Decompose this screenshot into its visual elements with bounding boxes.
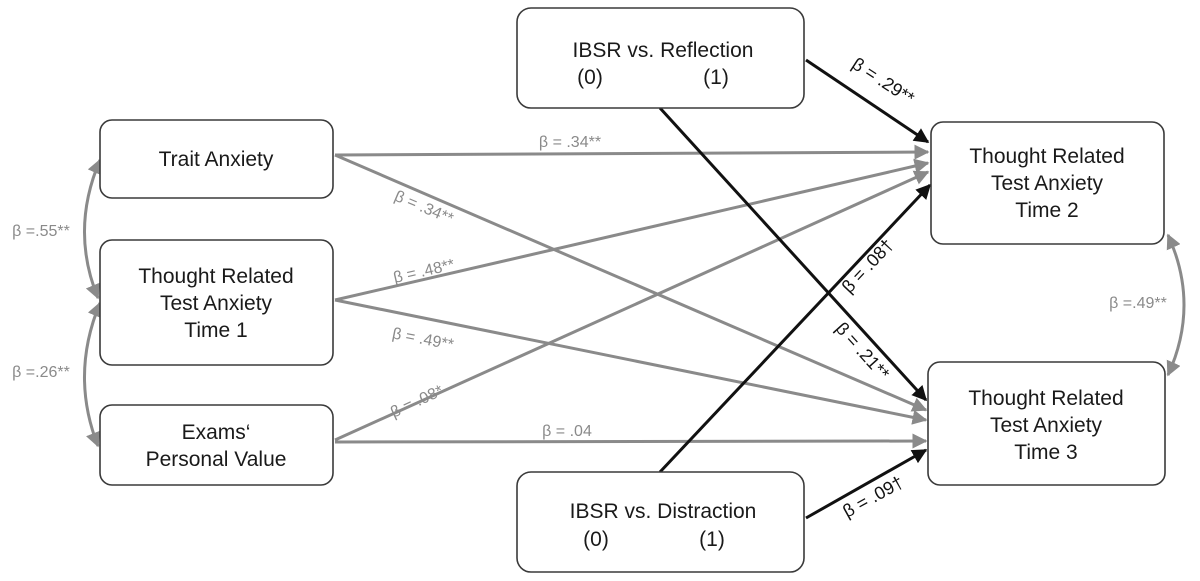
node-tta-time2-line2: Test Anxiety: [991, 172, 1104, 195]
node-tta-time1: Thought Related Test Anxiety Time 1: [99, 239, 334, 366]
label-t1-to-t2: β = .48**: [392, 256, 456, 287]
node-exams-value-line1: Exams‘: [182, 421, 251, 444]
path-trait-to-t3: [334, 153, 928, 412]
node-tta-time2-line3: Time 2: [1015, 199, 1078, 222]
cov-t2-t3-arrow: [1166, 233, 1186, 377]
node-exams-value-line2: Personal Value: [146, 448, 287, 471]
node-tta-time3-line1: Thought Related: [968, 387, 1123, 410]
node-tta-time2-line1: Thought Related: [969, 145, 1124, 168]
cov-trait-t1-arrow: [83, 158, 102, 300]
path-reflection-to-t2: [805, 58, 930, 144]
path-t1-to-t2: [334, 158, 930, 302]
path-distraction-to-t2: [658, 183, 932, 474]
node-tta-time1-line2: Test Anxiety: [160, 292, 273, 315]
node-ibsr-reflection-title: IBSR vs. Reflection: [573, 39, 754, 62]
path-reflection-to-t3: [658, 106, 928, 402]
node-tta-time1-line3: Time 1: [184, 319, 247, 342]
label-exams-to-t2: β = .08*: [388, 382, 446, 421]
node-tta-time1-line1: Thought Related: [138, 265, 293, 288]
path-t1-to-t3: [334, 298, 928, 425]
node-ibsr-distraction-title: IBSR vs. Distraction: [570, 500, 757, 523]
label-cov-trait-t1: β =.55**: [12, 223, 70, 240]
label-cov-t1-exams: β =.26**: [12, 364, 70, 381]
path-exams-to-t2: [334, 170, 930, 442]
path-distraction-to-t3: [805, 448, 928, 520]
label-trait-to-t2: β = .34**: [539, 134, 601, 151]
label-exams-to-t3: β = .04: [542, 423, 592, 440]
label-t1-to-t3: β = .49**: [391, 325, 455, 354]
path-exams-to-t3: [334, 433, 928, 449]
node-ibsr-distraction: IBSR vs. Distraction (0) (1): [516, 471, 805, 573]
node-ibsr-distraction-code-1: (1): [699, 528, 725, 551]
node-tta-time3: Thought Related Test Anxiety Time 3: [927, 361, 1166, 486]
label-reflection-to-t2: β = .29**: [849, 54, 919, 109]
node-tta-time2: Thought Related Test Anxiety Time 2: [930, 121, 1165, 245]
node-tta-time3-line2: Test Anxiety: [990, 414, 1103, 437]
cov-t1-exams-arrow: [83, 301, 102, 448]
node-exams-value: Exams‘ Personal Value: [99, 404, 334, 486]
label-cov-t2-t3: β =.49**: [1109, 295, 1167, 312]
node-trait-anxiety-label: Trait Anxiety: [159, 148, 274, 171]
path-trait-to-t2: [334, 144, 930, 160]
node-tta-time3-line3: Time 3: [1014, 441, 1077, 464]
node-trait-anxiety: Trait Anxiety: [99, 119, 334, 199]
node-ibsr-reflection: IBSR vs. Reflection (0) (1): [516, 7, 805, 109]
node-ibsr-reflection-code-0: (0): [577, 66, 603, 89]
node-ibsr-reflection-code-1: (1): [703, 66, 729, 89]
node-ibsr-distraction-code-0: (0): [583, 528, 609, 551]
label-distraction-to-t2: β = .08†: [838, 235, 898, 297]
